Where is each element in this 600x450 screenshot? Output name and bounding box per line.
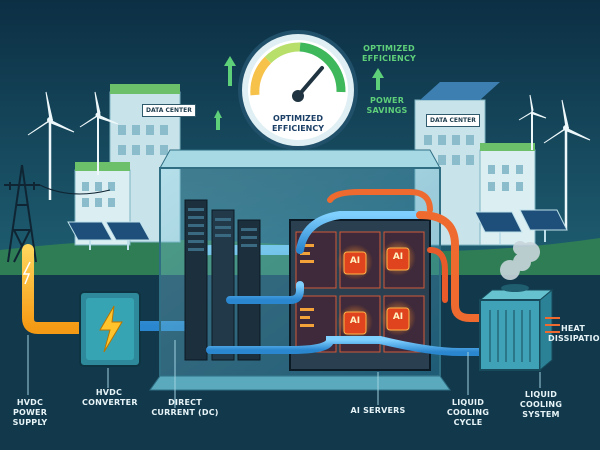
hvdc-converter-box bbox=[79, 291, 141, 367]
heat-dissipation-label: HEAT DISSIPATION bbox=[548, 324, 600, 343]
liquid-cooling-unit bbox=[478, 284, 554, 372]
label-leader-lines bbox=[27, 335, 541, 408]
wind-turbine-icon bbox=[79, 91, 119, 175]
ai-chip-icon bbox=[343, 251, 367, 275]
wind-turbine-icon bbox=[27, 91, 75, 200]
ai-servers-label: AI SERVERS bbox=[350, 406, 406, 415]
ai-chip-label: AI bbox=[392, 312, 404, 322]
lightning-bolt-icon bbox=[22, 261, 31, 285]
steam-icon bbox=[500, 241, 540, 280]
hvdc-power-supply-label: HVDC POWER SUPPLY bbox=[12, 398, 48, 427]
gauge-label: OPTIMIZED EFFICIENCY bbox=[271, 114, 325, 133]
up-arrow-icon bbox=[214, 56, 384, 130]
power-savings-label: POWER SAVINGS bbox=[366, 96, 408, 115]
ai-chip-icon bbox=[386, 247, 410, 271]
optimized-efficiency-label: OPTIMIZED EFFICIENCY bbox=[361, 44, 417, 63]
gauge-icon bbox=[238, 30, 358, 150]
server-racks bbox=[184, 199, 261, 361]
coolant-pipes bbox=[206, 189, 494, 356]
data-center-sign-left: DATA CENTER bbox=[142, 104, 196, 117]
lightning-bolt-icon bbox=[99, 305, 123, 353]
solar-panel-icon bbox=[474, 209, 568, 244]
ai-chip-icon bbox=[386, 307, 410, 331]
ai-chip-icon bbox=[343, 311, 367, 335]
liquid-cooling-cycle-label: LIQUID COOLING CYCLE bbox=[446, 398, 490, 427]
hvdc-power-line bbox=[22, 244, 88, 334]
wind-turbine-icon bbox=[518, 94, 547, 150]
liquid-cooling-system-label: LIQUID COOLING SYSTEM bbox=[519, 390, 563, 419]
hvdc-converter-label: HVDC CONVERTER bbox=[82, 388, 138, 407]
ai-chip-label: AI bbox=[349, 256, 361, 266]
heat-arrows bbox=[545, 317, 560, 333]
power-tower-icon bbox=[4, 164, 111, 263]
ai-chip-label: AI bbox=[392, 252, 404, 262]
direct-current-label: DIRECT CURRENT (DC) bbox=[151, 398, 219, 417]
ai-chip-label: AI bbox=[349, 316, 361, 326]
solar-panel-icon bbox=[67, 221, 151, 250]
wind-turbine-icon bbox=[543, 99, 591, 230]
data-center-sign-right: DATA CENTER bbox=[426, 114, 480, 127]
